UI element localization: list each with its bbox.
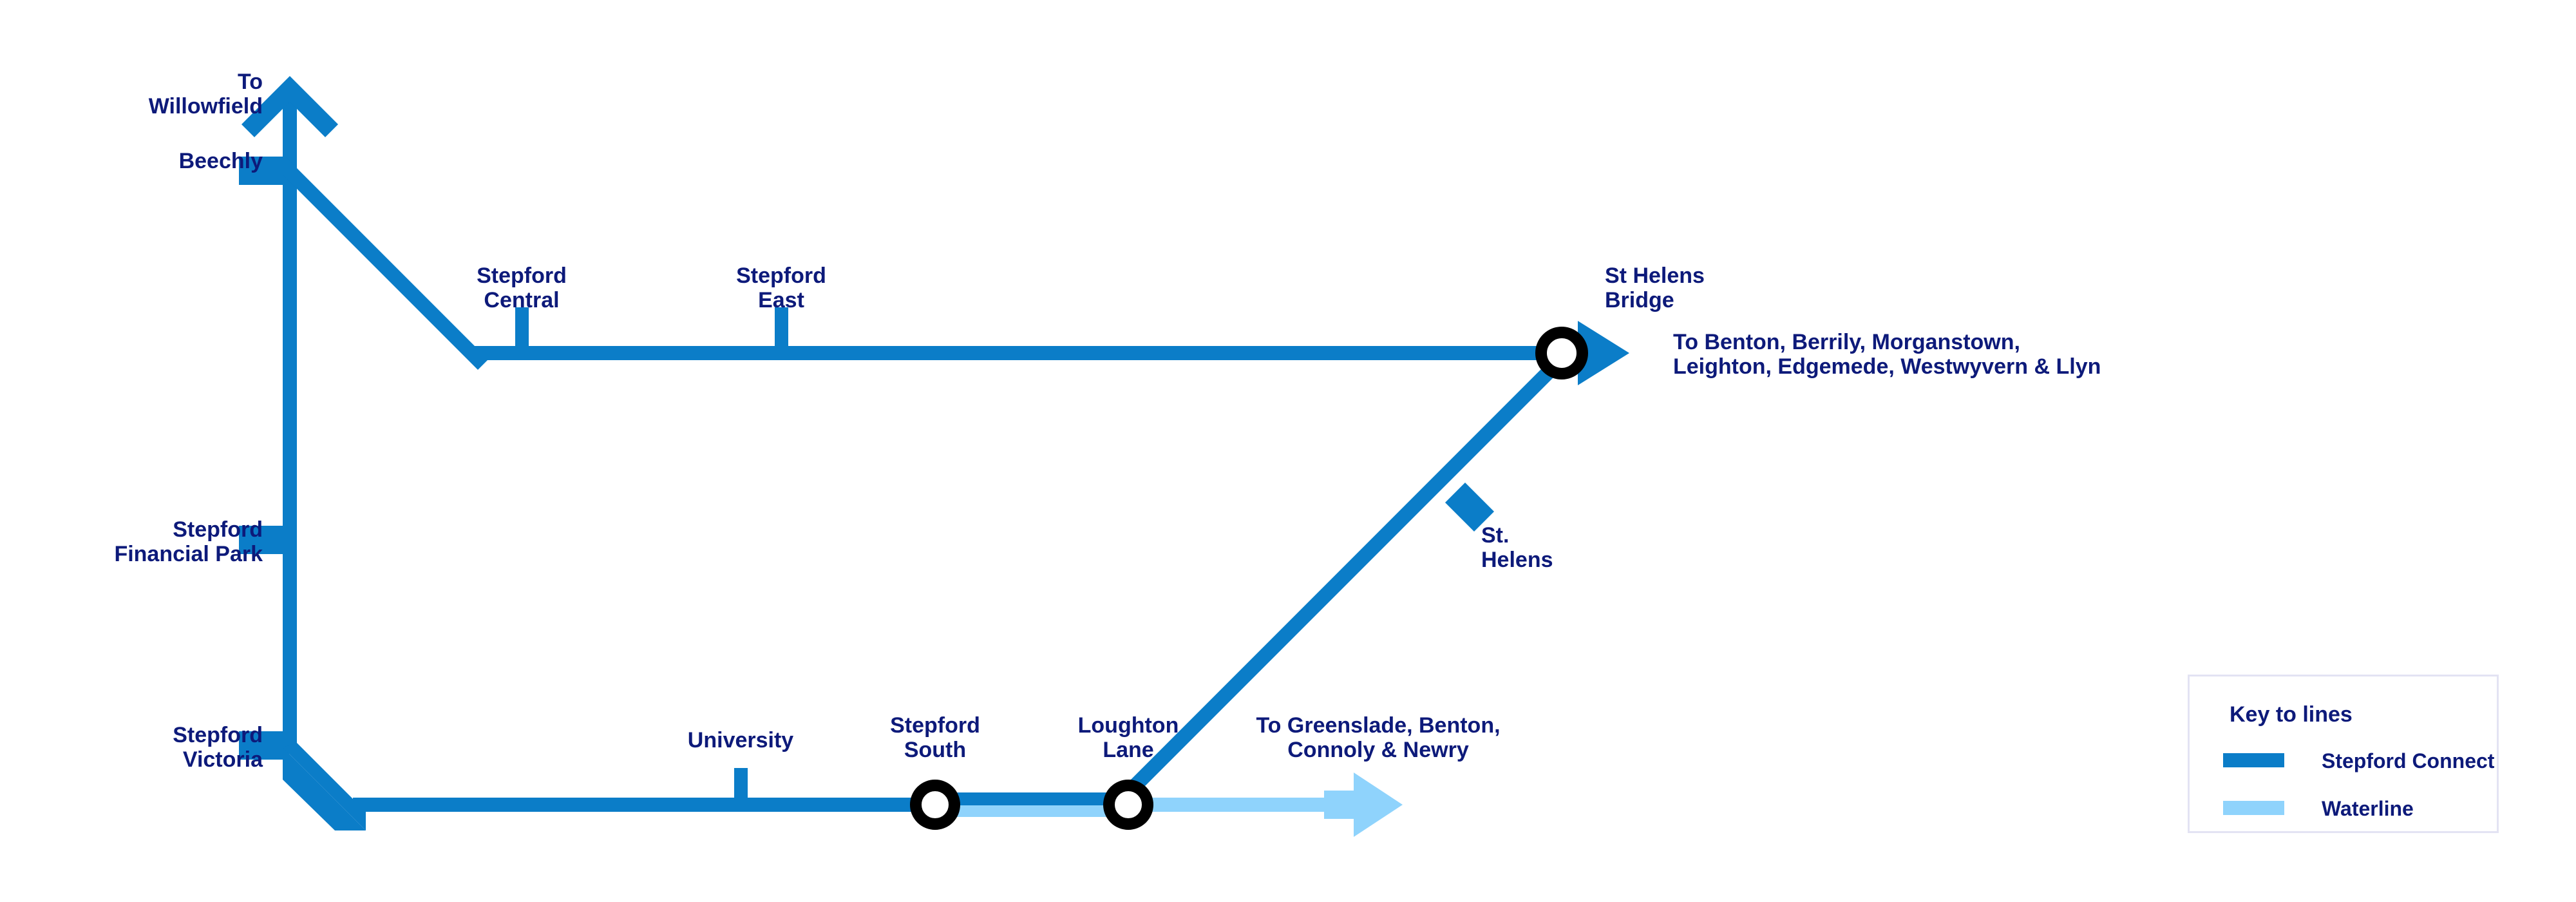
destination-label-benton: To Benton, Berrily, Morganstown, Leighto… — [1673, 330, 2101, 379]
tick-university — [734, 768, 748, 800]
interchange-st-helens-bridge[interactable] — [1535, 327, 1588, 379]
track-victoria-corner — [283, 743, 366, 830]
track-vertical-spine — [283, 97, 297, 754]
key-swatch-waterline — [2223, 801, 2284, 815]
station-label-stepford-financial-park: Stepford Financial Park — [114, 517, 263, 567]
interchange-stepford-south[interactable] — [910, 780, 960, 830]
track-waterline-shared — [933, 805, 1133, 817]
key-label-waterline: Waterline — [2322, 797, 2414, 820]
station-label-willowfield: To Willowfield — [148, 70, 263, 119]
station-label-st-helens: St. Helens — [1481, 523, 1553, 573]
willowfield-arrow-icon — [242, 76, 338, 137]
track-bottom-horizontal-shared — [933, 792, 1133, 805]
station-label-university: University — [687, 728, 794, 753]
tick-st-helens — [1445, 483, 1494, 532]
station-label-beechly: Beechly — [178, 149, 263, 173]
tick-stepford-financial-park — [239, 526, 283, 554]
track-loughton-to-st-helens-diagonal — [1113, 357, 1564, 807]
station-label-loughton-lane: Loughton Lane — [1077, 713, 1179, 763]
tick-stepford-victoria — [239, 731, 283, 760]
key-swatch-stepford-connect — [2223, 753, 2284, 767]
key-title: Key to lines — [2230, 702, 2353, 727]
station-label-stepford-south: Stepford South — [890, 713, 980, 763]
waterline-line — [933, 772, 1403, 837]
station-label-stepford-victoria: Stepford Victoria — [173, 723, 263, 772]
interchange-markers — [910, 327, 1588, 830]
key-label-stepford-connect: Stepford Connect — [2322, 749, 2495, 772]
station-label-stepford-central: Stepford Central — [477, 264, 567, 313]
tick-stepford-central — [515, 307, 529, 347]
tick-stepford-east — [775, 307, 788, 347]
track-waterline-east — [1128, 798, 1367, 812]
track-main-horizontal — [472, 346, 1611, 360]
track-beechly-diagonal — [274, 156, 488, 370]
track-bottom-horizontal-west — [353, 798, 938, 812]
station-label-stepford-east: Stepford East — [736, 264, 826, 313]
waterline-arrow-icon — [1324, 772, 1403, 837]
interchange-loughton-lane[interactable] — [1103, 780, 1153, 830]
tick-beechly — [239, 157, 283, 185]
destination-label-greenslade: To Greenslade, Benton, Connoly & Newry — [1256, 713, 1501, 763]
track-victoria-corner-fill — [283, 747, 366, 830]
station-label-st-helens-bridge: St Helens Bridge — [1605, 264, 1705, 313]
